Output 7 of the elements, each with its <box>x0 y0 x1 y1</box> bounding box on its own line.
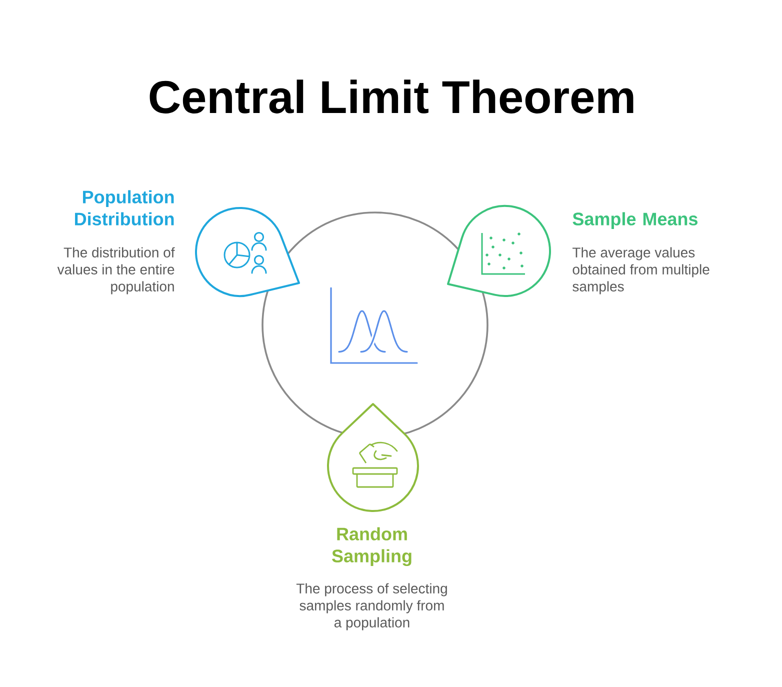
description: The distribution of values in the entire population <box>57 247 175 294</box>
description: The process of selecting samples randomly from a population <box>296 583 447 630</box>
title: Central Limit Theorem <box>150 80 634 114</box>
heading: Random Sampling <box>332 527 412 566</box>
heading: Sample Means <box>572 212 698 229</box>
heading: Population Distribution <box>75 190 174 226</box>
description: The average values obtained from multiple samples <box>572 247 710 294</box>
